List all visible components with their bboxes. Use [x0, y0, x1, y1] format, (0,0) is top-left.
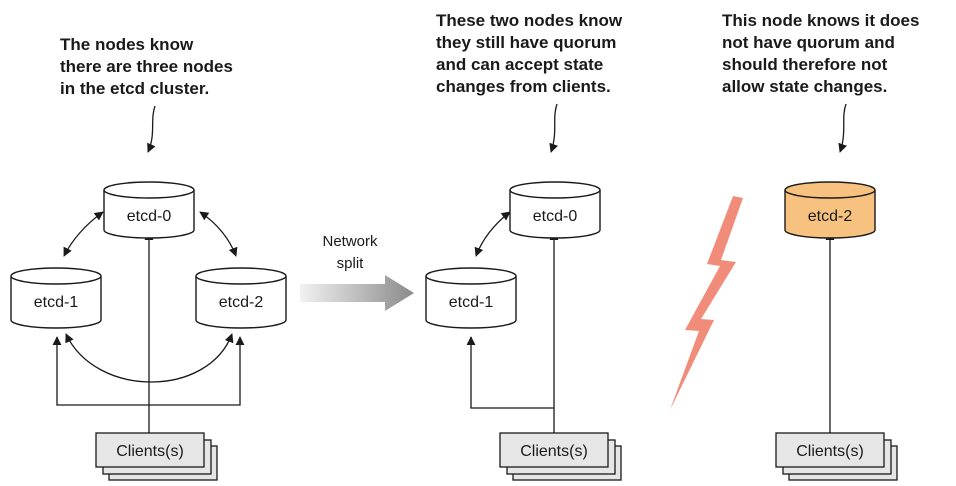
- etcd-2-label: etcd-2: [219, 294, 264, 311]
- minority-clients-label: Clients(s): [796, 443, 864, 460]
- network-split-transition: Network split: [300, 233, 414, 311]
- minority-clients-stack: Clients(s): [775, 432, 898, 481]
- annotation-middle-line-2: they still have quorum: [436, 33, 616, 52]
- minority-etcd-2-label: etcd-2: [808, 208, 853, 225]
- etcd-2-node: etcd-2: [195, 267, 287, 329]
- etcd-1-node: etcd-1: [10, 267, 102, 329]
- lightning-bolt-icon: [670, 196, 743, 410]
- majority-etcd-0-node: etcd-0: [509, 181, 601, 239]
- majority-etcd-1-label: etcd-1: [449, 294, 494, 311]
- annotation-right-line-4: allow state changes.: [722, 77, 887, 96]
- cluster-before: etcd-0 etcd-1 etcd-2 Clients(s): [10, 181, 287, 481]
- etcd-0-label: etcd-0: [127, 208, 172, 225]
- annotation-left-line-3: in the etcd cluster.: [60, 79, 209, 98]
- majority-etcd-1-node: etcd-1: [425, 267, 517, 329]
- annotation-right-pointer: [838, 103, 847, 153]
- annotation-left-line-2: there are three nodes: [60, 57, 233, 76]
- majority-clients-stack: Clients(s): [499, 432, 622, 481]
- annotation-right: This node knows it does not have quorum …: [722, 11, 919, 153]
- client-to-etcd-1-arrow: [52, 336, 149, 406]
- majority-client-to-etcd-1-arrow: [466, 336, 554, 409]
- majority-clients-label: Clients(s): [520, 443, 588, 460]
- annotation-right-line-3: should therefore not: [722, 55, 888, 74]
- etcd-0-node: etcd-0: [103, 181, 195, 239]
- cluster-majority: etcd-0 etcd-1 Clients(s): [425, 181, 622, 481]
- network-split-label-line-2: split: [337, 255, 365, 272]
- annotation-middle-line-1: These two nodes know: [436, 11, 623, 30]
- minority-etcd-2-node: etcd-2: [784, 181, 876, 239]
- cluster-minority: etcd-2 Clients(s): [775, 181, 898, 481]
- etcd-1-label: etcd-1: [34, 294, 79, 311]
- annotation-right-line-2: not have quorum and: [722, 33, 895, 52]
- annotation-middle-pointer: [549, 103, 558, 153]
- annotation-middle-line-4: changes from clients.: [436, 77, 611, 96]
- link-etcd-0-etcd-1: [63, 211, 104, 257]
- majority-link-etcd-0-etcd-1: [474, 211, 511, 257]
- annotation-right-line-1: This node knows it does: [722, 11, 919, 30]
- link-etcd-1-etcd-2: [65, 333, 234, 383]
- clients-stack: Clients(s): [95, 432, 218, 481]
- annotation-left-pointer: [147, 105, 156, 153]
- network-split-arrow: [300, 275, 414, 311]
- network-split-label-line-1: Network: [322, 233, 378, 250]
- annotation-middle-line-3: and can accept state: [436, 55, 603, 74]
- majority-etcd-0-label: etcd-0: [533, 208, 578, 225]
- client-to-etcd-2-arrow: [149, 336, 245, 406]
- clients-label: Clients(s): [116, 443, 184, 460]
- link-etcd-0-etcd-2: [199, 211, 238, 257]
- annotation-left-line-1: The nodes know: [60, 35, 194, 54]
- annotation-left: The nodes know there are three nodes in …: [60, 35, 233, 153]
- annotation-middle: These two nodes know they still have quo…: [436, 11, 623, 153]
